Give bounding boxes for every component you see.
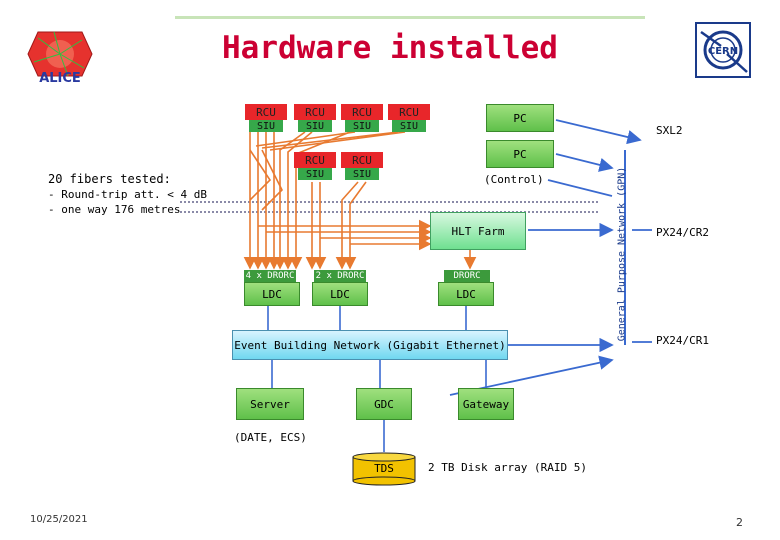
gpn-label-wrap: General Purpose Network (GPN) bbox=[614, 160, 630, 348]
tds-storage: TDS bbox=[352, 452, 416, 486]
gpn-links bbox=[449, 119, 652, 396]
pc-box: PC bbox=[486, 104, 554, 132]
fiber-bundle bbox=[243, 131, 406, 270]
siu-box: SIU bbox=[298, 120, 332, 132]
fibers-line: - Round-trip att. < 4 dB bbox=[48, 188, 207, 201]
control-label: (Control) bbox=[484, 173, 544, 186]
hlt-farm-box: HLT Farm bbox=[430, 212, 526, 250]
title-underline bbox=[175, 16, 645, 19]
ldc-box: LDC bbox=[312, 282, 368, 306]
server-box: Server bbox=[236, 388, 304, 420]
siu-box: SIU bbox=[298, 168, 332, 180]
drorc-tag: DRORC bbox=[444, 270, 490, 282]
disk-array-label: 2 TB Disk array (RAID 5) bbox=[428, 461, 587, 474]
siu-box: SIU bbox=[345, 120, 379, 132]
ldc-box: LDC bbox=[438, 282, 494, 306]
gateway-box: Gateway bbox=[458, 388, 514, 420]
drorc-tag: 2 x DRORC bbox=[314, 270, 366, 282]
siu-box: SIU bbox=[345, 168, 379, 180]
alice-logo-text: ALICE bbox=[39, 71, 81, 84]
date-ecs-label: (DATE, ECS) bbox=[234, 431, 307, 444]
rcu-box: RCU bbox=[245, 104, 287, 120]
drorc-tag: 4 x DRORC bbox=[244, 270, 296, 282]
event-building-network-box: Event Building Network (Gigabit Ethernet… bbox=[232, 330, 508, 360]
px24-cr1-label: PX24/CR1 bbox=[656, 334, 709, 347]
cern-logo-text: CERN bbox=[708, 46, 738, 57]
ldc-box: LDC bbox=[244, 282, 300, 306]
siu-box: SIU bbox=[392, 120, 426, 132]
tds-label: TDS bbox=[374, 462, 394, 475]
ldc-ebn-links bbox=[267, 306, 487, 452]
slide-date: 10/25/2021 bbox=[30, 514, 88, 525]
cern-logo-icon: CERN bbox=[695, 22, 751, 78]
hlt-links bbox=[258, 219, 477, 270]
siu-box: SIU bbox=[249, 120, 283, 132]
rcu-box: RCU bbox=[341, 104, 383, 120]
rcu-box: RCU bbox=[388, 104, 430, 120]
fibers-line: - one way 176 metres bbox=[48, 203, 181, 216]
px24-cr2-label: PX24/CR2 bbox=[656, 226, 709, 239]
rcu-box: RCU bbox=[341, 152, 383, 168]
page-title: Hardware installed bbox=[222, 30, 558, 66]
alice-logo: ALICE bbox=[24, 28, 96, 86]
pc-control-box: PC bbox=[486, 140, 554, 168]
slide-number: 2 bbox=[736, 516, 743, 529]
storage-cylinder-icon bbox=[352, 452, 416, 486]
gpn-label: General Purpose Network (GPN) bbox=[616, 166, 628, 342]
fibers-line: 20 fibers tested: bbox=[48, 172, 171, 186]
gdc-box: GDC bbox=[356, 388, 412, 420]
rcu-box: RCU bbox=[294, 152, 336, 168]
cern-logo: CERN bbox=[695, 22, 751, 78]
sxl2-label: SXL2 bbox=[656, 124, 683, 137]
alice-logo-icon: ALICE bbox=[27, 31, 93, 86]
rcu-box: RCU bbox=[294, 104, 336, 120]
